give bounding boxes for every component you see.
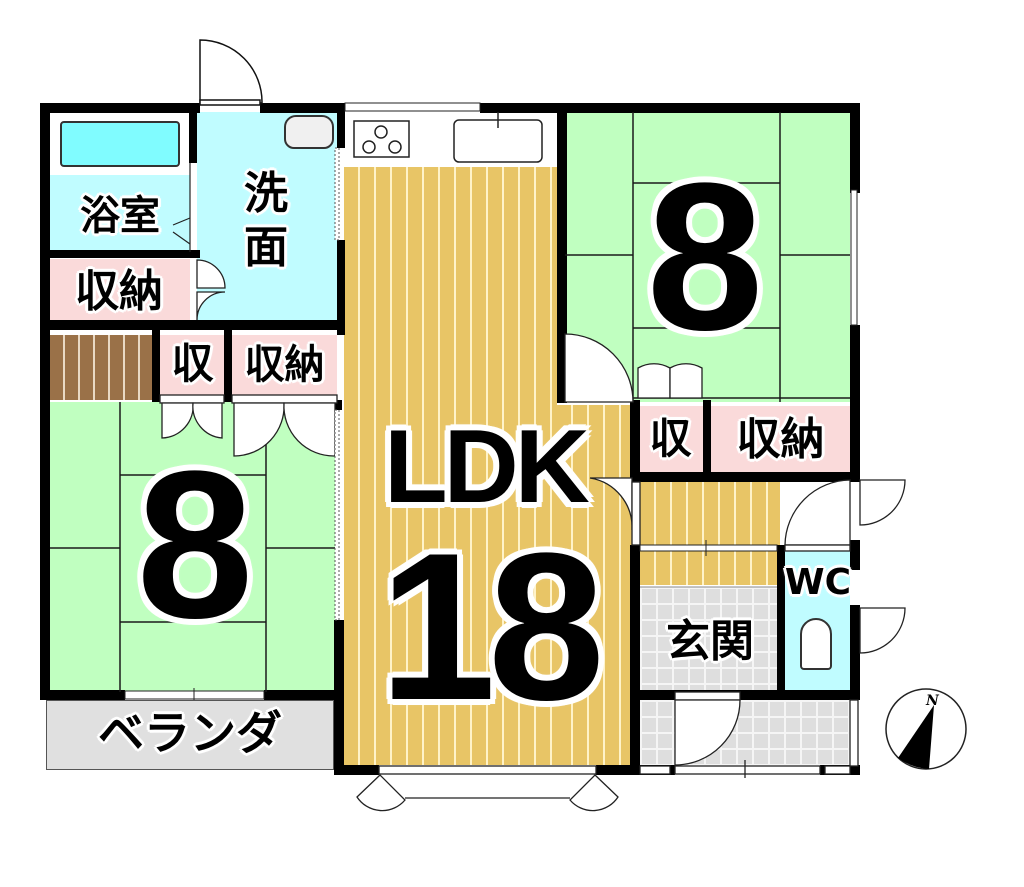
stairs-floor	[50, 335, 153, 400]
compass-icon	[885, 688, 967, 770]
bathtub	[60, 121, 180, 167]
storage-upper-left-label: 収納	[75, 266, 163, 317]
ldk-size: 18	[379, 509, 605, 744]
wall-bath-right	[189, 103, 197, 163]
storage-right-floor	[711, 406, 850, 472]
storage-small-right-floor	[638, 406, 703, 472]
storage-small-right-label: 収	[649, 414, 692, 463]
veranda-floor	[46, 700, 334, 770]
western-room-left-floor	[50, 402, 337, 692]
hallway-floor	[640, 480, 780, 585]
washroom-label-line1: 洗	[244, 168, 288, 219]
wall-entrance-left	[630, 545, 640, 775]
wall-ldk-right-room	[557, 103, 567, 403]
entrance-label: 玄関	[666, 616, 754, 667]
bathroom-label: 浴室	[80, 193, 160, 239]
western-room-left-size: 8	[136, 427, 254, 662]
wall-left-room-bottom-b	[264, 690, 342, 700]
wall-left-room-right-top	[334, 400, 342, 410]
veranda-label: ベランダ	[98, 706, 282, 760]
wall-wash-ldk-2	[337, 240, 345, 335]
wall-storage-right-divider-a	[630, 400, 640, 480]
wash-basin	[284, 115, 334, 149]
wall-outer-top-wash	[260, 103, 345, 113]
wall-stair-right	[152, 330, 160, 402]
ldk-floor	[344, 167, 557, 765]
ldk-floor-lower	[557, 405, 632, 765]
wc-label: WC	[784, 562, 852, 603]
japanese-room-right-size: 8	[646, 139, 764, 374]
wall-outer-top-left	[40, 103, 200, 113]
ldk-label: LDK	[384, 409, 590, 525]
wall-ldk-bottom-b	[596, 765, 646, 775]
wall-wc-bottom	[630, 690, 860, 700]
wall-ldk-bottom-a	[334, 765, 379, 775]
compass-north-label: N	[926, 693, 939, 709]
bathroom-lower	[50, 175, 190, 252]
wall-storage-bottom	[40, 320, 340, 330]
washroom-label-line2: 面	[244, 222, 288, 273]
storage-right-label: 収納	[736, 414, 825, 465]
entrance-floor	[640, 587, 780, 690]
storage-small-left-label: 収	[171, 339, 214, 388]
wall-wc-left	[777, 545, 785, 700]
storage-upper-left-floor	[50, 259, 190, 322]
toilet-icon	[800, 618, 832, 670]
wall-right-room-right-b	[850, 325, 860, 480]
wall-storage-right-divider-b	[703, 400, 711, 480]
wall-wash-ldk	[337, 103, 345, 148]
wall-outer-left	[40, 103, 50, 700]
storage-small-left-floor	[160, 335, 225, 395]
wall-storage-right-bottom	[630, 472, 860, 482]
wall-wc-right-a	[850, 605, 860, 700]
wall-storage-divider	[224, 330, 232, 402]
wall-right-room-right-a	[850, 103, 860, 193]
wall-bath-bottom	[40, 250, 200, 258]
storage-mid-left-label: 収納	[244, 342, 325, 388]
wall-outer-top-ldk	[480, 103, 860, 113]
wall-wc-right-top	[850, 540, 860, 570]
wall-left-room-bottom-a	[40, 690, 125, 700]
storage-mid-left-floor	[232, 335, 337, 395]
